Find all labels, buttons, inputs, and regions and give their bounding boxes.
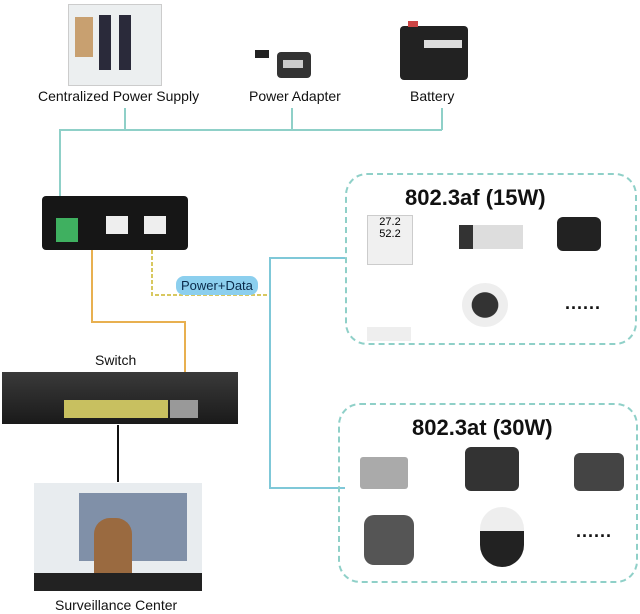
power-data-label: Power+Data [176, 276, 258, 295]
poe-line-af [269, 257, 345, 295]
poe-line [151, 250, 270, 296]
poe-at-title: 802.3at (30W) [412, 415, 553, 440]
desk-phone-icon [557, 217, 601, 251]
battery-icon [400, 21, 468, 80]
humidity-value: 52.2 [379, 228, 401, 240]
speed-dome-camera-icon [480, 507, 524, 567]
surveillance-center-label: Surveillance Center [55, 597, 178, 613]
poe-line-at [269, 295, 345, 489]
wifi-router-icon [367, 285, 411, 341]
more-devices: ...... [576, 521, 613, 541]
outdoor-access-point-icon [360, 457, 408, 489]
centralized-power-supply-label: Centralized Power Supply [38, 88, 200, 104]
temperature-value: 27.2 [379, 216, 401, 228]
poe-adapter-icon [255, 20, 325, 80]
more-devices: ...... [565, 293, 602, 313]
monitor-room-icon [34, 483, 202, 591]
switch-label: Switch [95, 352, 137, 368]
data-line-switch [91, 250, 186, 410]
poe-injector-icon [42, 196, 188, 250]
dome-camera-icon [462, 283, 508, 327]
poe-af-group: 802.3af (15W) 27.2 52.2 ...... [345, 173, 637, 345]
electrical-cabinet-icon [68, 4, 162, 86]
power-adapter-label: Power Adapter [249, 88, 341, 104]
power-line-cabinet [59, 108, 126, 215]
rj45-port-in-icon [106, 216, 128, 234]
network-switch-icon [2, 372, 238, 424]
ptz-conference-camera-icon [364, 515, 414, 565]
poe-af-title: 802.3af (15W) [405, 185, 546, 210]
switch-ports [64, 400, 168, 418]
battery-label: Battery [410, 88, 455, 104]
bullet-camera-icon [459, 225, 523, 249]
poe-at-group: 802.3at (30W) ...... [338, 403, 638, 583]
video-phone-icon [465, 447, 519, 491]
ip-phone-icon [574, 453, 624, 491]
terminal-block-icon [56, 218, 78, 242]
switch-sfp-ports [170, 400, 198, 418]
rj45-port-out-icon [144, 216, 166, 234]
thermometer-hygrometer-icon: 27.2 52.2 [367, 215, 413, 265]
